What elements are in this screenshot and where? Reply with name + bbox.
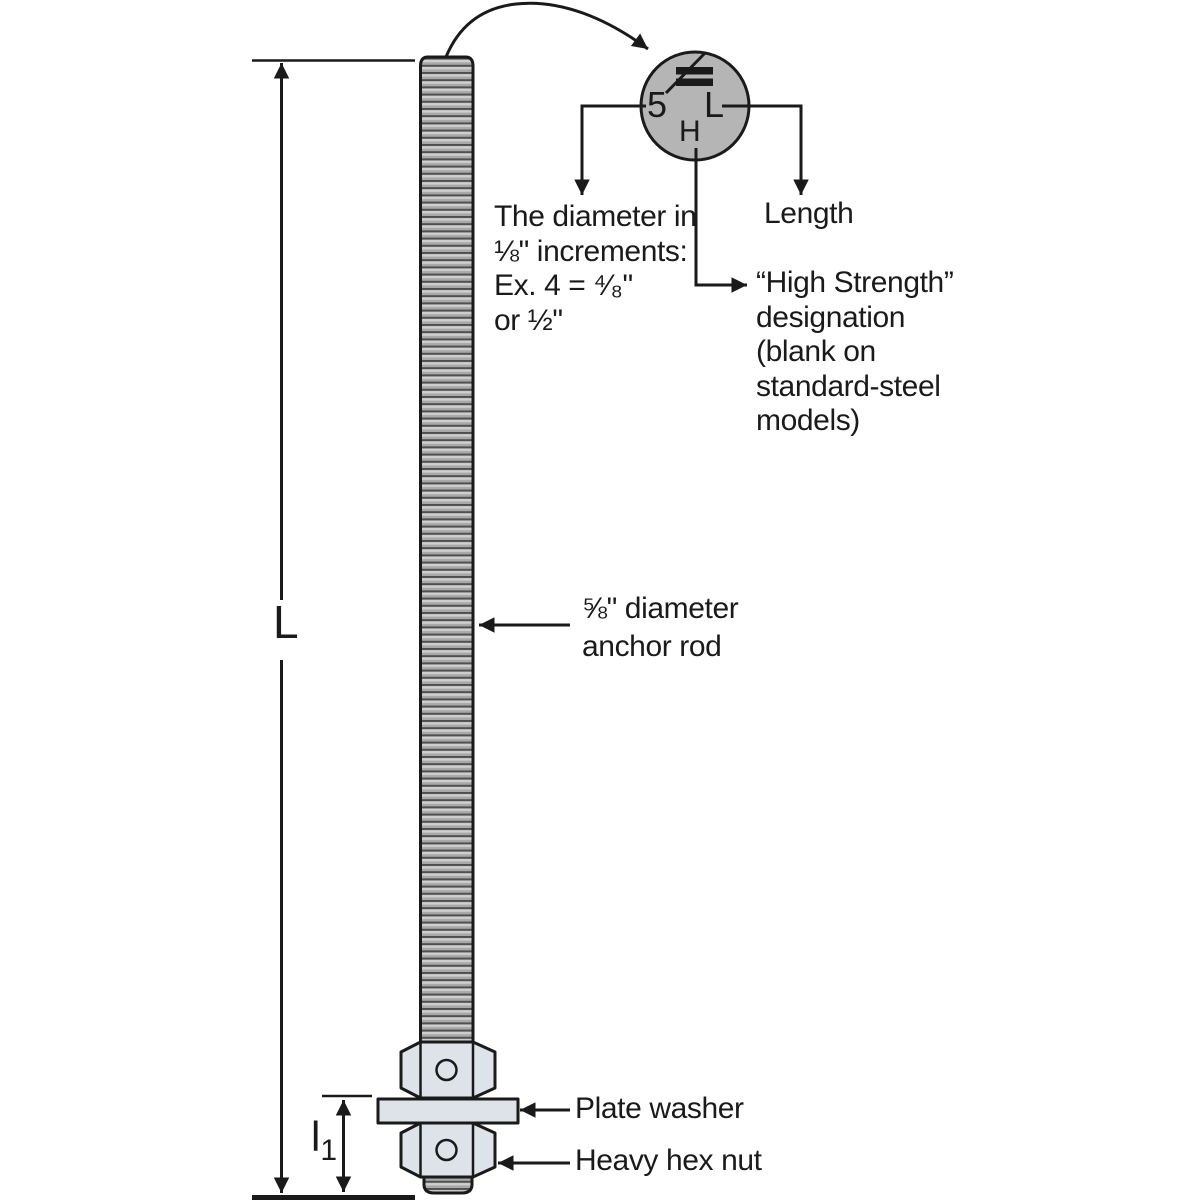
high-strength-note-line: (blank on [756,335,876,368]
length-callout-line [722,104,809,195]
rod-label-line: anchor rod [582,630,722,663]
diameter-note-line: ⅛" increments: [494,234,688,268]
stamp-length-code: L [704,84,725,125]
nut-chamfer-circle [435,1138,458,1162]
high-strength-callout-line [694,148,747,293]
upper-hex-nut [399,1040,497,1100]
curved-arrow [444,1,649,58]
high-strength-note-line: standard-steel [756,369,941,403]
rod-label-line: ⅝" diameter [582,592,739,625]
diameter-note-line: Ex. 4 = ⁴⁄₈" [494,269,633,302]
lower-hex-nut [399,1121,497,1179]
stamp-high-strength-code: H [679,115,701,148]
plate-washer-label: Plate washer [575,1092,744,1125]
overall-length-symbol: L [273,596,299,648]
plate-washer [376,1097,520,1125]
nut-chamfer-circle [435,1058,458,1082]
high-strength-note-line: “High Strength” [756,266,954,299]
high-strength-note: “High Strength” designation (blank on st… [756,266,954,439]
embedment-symbol-subscript: 1 [320,1134,338,1167]
not-equal-stamp-symbol [664,51,713,95]
stamp-diameter-digit: 5 [647,84,668,125]
anchor-rod [419,55,475,1044]
heavy-hex-nut-label: Heavy hex nut [575,1144,762,1177]
rod-label: ⅝" diameter anchor rod [582,590,739,666]
diameter-note-line: or ½" [494,303,563,337]
high-strength-note-line: designation [756,300,906,334]
embedment-symbol-letter: l [311,1113,321,1160]
rod-thread-stub [422,1174,474,1195]
embedment-symbol: l1 [311,1116,338,1169]
length-label: Length [764,197,854,230]
high-strength-note-line: models) [756,404,860,437]
diameter-note-line: The diameter in [494,200,697,233]
diameter-callout-line [574,104,646,195]
diameter-note: The diameter in ⅛" increments: Ex. 4 = ⁴… [494,200,697,338]
